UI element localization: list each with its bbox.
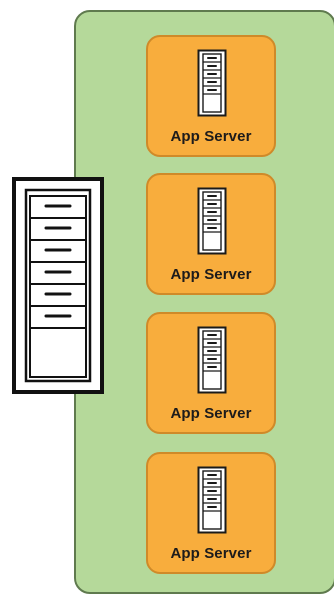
app-server-card: App Server: [146, 173, 276, 295]
app-server-label: App Server: [170, 266, 252, 283]
app-server-card: App Server: [146, 35, 276, 157]
server-icon: [197, 187, 227, 255]
app-server-card: App Server: [146, 452, 276, 574]
server-icon: [197, 466, 227, 534]
app-server-card: App Server: [146, 312, 276, 434]
server-icon: [197, 326, 227, 394]
app-server-label: App Server: [170, 405, 252, 422]
server-icon: [197, 49, 227, 117]
load-balancer-icon: [12, 177, 104, 394]
app-server-label: App Server: [170, 545, 252, 562]
app-server-label: App Server: [170, 128, 252, 145]
